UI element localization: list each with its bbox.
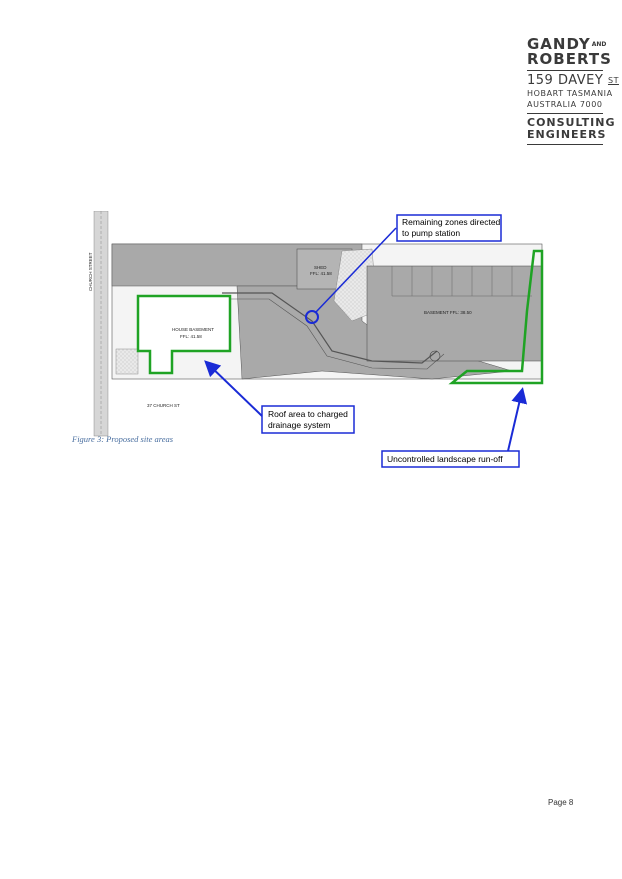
driveway-ramp <box>222 292 438 364</box>
callout-pump-station <box>396 214 502 242</box>
callout-roof-line2: drainage system <box>268 420 330 430</box>
basement-block <box>366 265 543 362</box>
site-plan-figure: CHURCH STREET SHED FFL: 41.58 BASEMENT F… <box>88 211 544 468</box>
pump-station-marker <box>305 310 319 324</box>
logo-rule-2 <box>527 113 603 114</box>
logo-state: AUSTRALIA 7000 <box>527 100 603 109</box>
company-logo: GANDYAND ROBERTS 159 DAVEY ST HOBART TAS… <box>527 35 619 148</box>
callout-landscape-text: Uncontrolled landscape run-off <box>387 454 503 464</box>
street-label-left: CHURCH STREET <box>88 252 93 291</box>
page-number: Page 8 <box>548 798 574 807</box>
callout-roof-area <box>261 405 355 434</box>
shed-label: SHED <box>314 265 327 270</box>
turntable <box>429 350 441 362</box>
landscape-runoff-zone <box>448 249 544 385</box>
logo-tag1: CONSULTING <box>527 116 616 129</box>
callout-roof-line1: Roof area to charged <box>268 409 348 419</box>
callout-pump-line2: to pump station <box>402 228 460 238</box>
street-label-bottom: 37 CHURCH ST <box>147 403 180 408</box>
figure-caption: Figure 3: Proposed site areas <box>72 434 174 444</box>
callout-pump-line1: Remaining zones directed <box>402 217 501 227</box>
landscape-hatch-3 <box>115 348 139 375</box>
parking-bays <box>391 266 532 297</box>
roof-callout-arrow <box>204 360 263 417</box>
logo-street-suffix: ST <box>607 76 619 85</box>
pump-callout-leader <box>315 227 397 313</box>
logo-name-line2: ROBERTS <box>527 50 612 68</box>
shed-ffl: FFL: 41.58 <box>310 271 332 276</box>
logo-city: HOBART TASMANIA <box>527 89 613 98</box>
landscape-callout-arrow <box>507 387 528 452</box>
house-ffl: FFL: 41.58 <box>180 334 202 339</box>
logo-rule-3 <box>527 144 603 145</box>
house-label: HOUSE BASEMENT <box>172 327 214 332</box>
logo-rule-1 <box>527 70 603 71</box>
house-basement-zone <box>136 294 232 375</box>
basement-label: BASEMENT FFL: 38.50 <box>424 310 472 315</box>
logo-name-line1: GANDYAND <box>527 35 607 53</box>
logo-street: 159 DAVEY ST <box>527 73 619 88</box>
logo-and: AND <box>591 41 607 48</box>
logo-tag2: ENGINEERS <box>527 128 607 141</box>
callout-landscape <box>381 450 520 468</box>
